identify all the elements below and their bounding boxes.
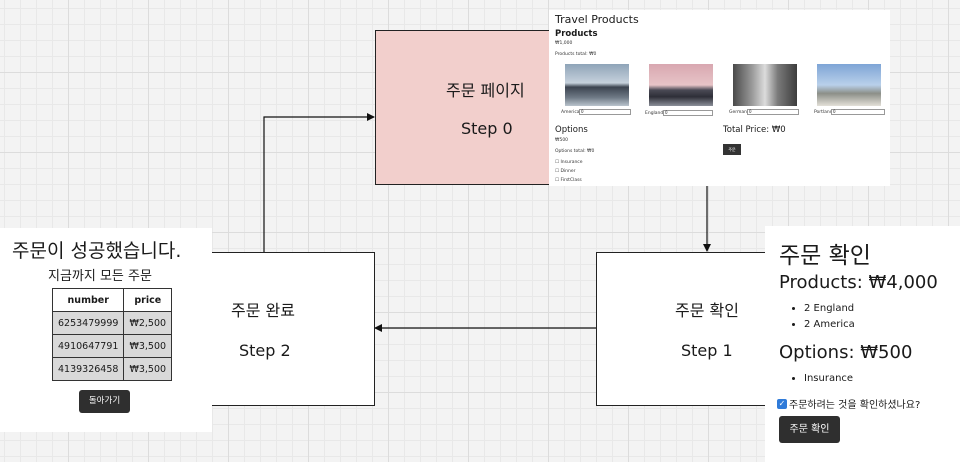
- product-germany-label: Germany: [729, 110, 750, 115]
- table-row: 4139326458 ₩3,500: [51, 357, 173, 381]
- order-number: 4910647791: [51, 334, 125, 358]
- option-firstclass-label: FirstClass: [560, 178, 582, 183]
- confirm-title: 주문 확인: [779, 243, 871, 269]
- product-germany-input[interactable]: 0: [747, 109, 799, 115]
- products-heading: Products: [555, 29, 598, 39]
- order-price: ₩3,500: [123, 357, 173, 381]
- product-portland-input[interactable]: 0: [831, 109, 885, 115]
- product-england-label: England: [645, 111, 664, 116]
- order-complete-panel: 주문이 성공했습니다. 지금까지 모든 주문 number price 6253…: [0, 228, 212, 432]
- step2-title: 주문 완료: [231, 301, 295, 320]
- product-america-input[interactable]: 0: [579, 109, 631, 115]
- confirm-products-total: Products: ₩4,000: [779, 272, 938, 293]
- step0-title: 주문 페이지: [446, 81, 525, 100]
- complete-subtitle: 지금까지 모든 주문: [48, 269, 152, 284]
- confirm-checkbox-label: 주문하려는 것을 확인하셨나요?: [789, 400, 921, 411]
- option-insurance-label: Insurance: [560, 160, 583, 165]
- order-number: 4139326458: [51, 357, 125, 381]
- germany-photo: [733, 64, 797, 106]
- product-england-input[interactable]: 0: [663, 110, 713, 116]
- header-price: price: [123, 288, 173, 312]
- list-item: 2 England: [804, 301, 855, 317]
- step0-label: Step 0: [461, 119, 513, 138]
- complete-title: 주문이 성공했습니다.: [12, 240, 182, 262]
- confirm-options-list: Insurance: [777, 371, 853, 387]
- option-dinner-label: Dinner: [560, 169, 576, 174]
- order-price: ₩3,500: [123, 334, 173, 358]
- confirm-order-button[interactable]: 주문 확인: [779, 416, 840, 443]
- step1-box: 주문 확인 Step 1: [596, 252, 776, 406]
- options-heading: Options: [555, 125, 588, 135]
- order-button[interactable]: 주문: [723, 144, 741, 155]
- order-price: ₩2,500: [123, 311, 173, 335]
- table-row: 6253479999 ₩2,500: [51, 311, 173, 335]
- step0-box: 주문 페이지 Step 0: [375, 30, 555, 185]
- portland-photo: [817, 64, 881, 106]
- table-row: 4910647791 ₩3,500: [51, 334, 173, 358]
- order-page-screenshot: Travel Products Products ₩1,000 Products…: [549, 10, 890, 186]
- america-photo: [565, 64, 629, 106]
- confirm-products-list: 2 England 2 America: [777, 301, 855, 333]
- product-price: ₩1,000: [555, 41, 573, 46]
- product-portland-label: Portland: [814, 110, 833, 115]
- confirm-options-total: Options: ₩500: [779, 342, 913, 363]
- arrow-step2-to-step0: [263, 113, 375, 252]
- confirm-checkbox-row[interactable]: ✓ 주문하려는 것을 확인하셨나요?: [777, 396, 920, 411]
- order-confirm-panel: 주문 확인 Products: ₩4,000 2 England 2 Ameri…: [765, 226, 960, 462]
- option-insurance[interactable]: ☐ Insurance: [555, 160, 583, 165]
- orders-table: number price 6253479999 ₩2,500 491064779…: [51, 288, 173, 381]
- checkbox-checked-icon[interactable]: ✓: [777, 398, 787, 409]
- list-item: 2 America: [804, 317, 855, 333]
- table-header-row: number price: [51, 288, 173, 312]
- products-total: Products total: ₩0: [555, 52, 597, 57]
- header-number: number: [51, 288, 125, 312]
- back-button[interactable]: 돌아가기: [79, 390, 130, 413]
- step1-label: Step 1: [681, 341, 733, 360]
- option-dinner[interactable]: ☐ Dinner: [555, 169, 576, 174]
- total-price: Total Price: ₩0: [723, 125, 786, 135]
- order-number: 6253479999: [51, 311, 125, 335]
- step2-box: 주문 완료 Step 2: [205, 252, 375, 406]
- list-item: Insurance: [804, 371, 853, 387]
- step2-label: Step 2: [239, 341, 291, 360]
- options-total: Options total: ₩0: [555, 149, 595, 154]
- option-firstclass[interactable]: ☐ FirstClass: [555, 178, 582, 183]
- england-photo: [649, 64, 713, 106]
- step1-title: 주문 확인: [675, 301, 739, 320]
- product-america-label: America: [561, 110, 580, 115]
- options-price: ₩500: [555, 138, 569, 143]
- order-page-title: Travel Products: [555, 13, 639, 26]
